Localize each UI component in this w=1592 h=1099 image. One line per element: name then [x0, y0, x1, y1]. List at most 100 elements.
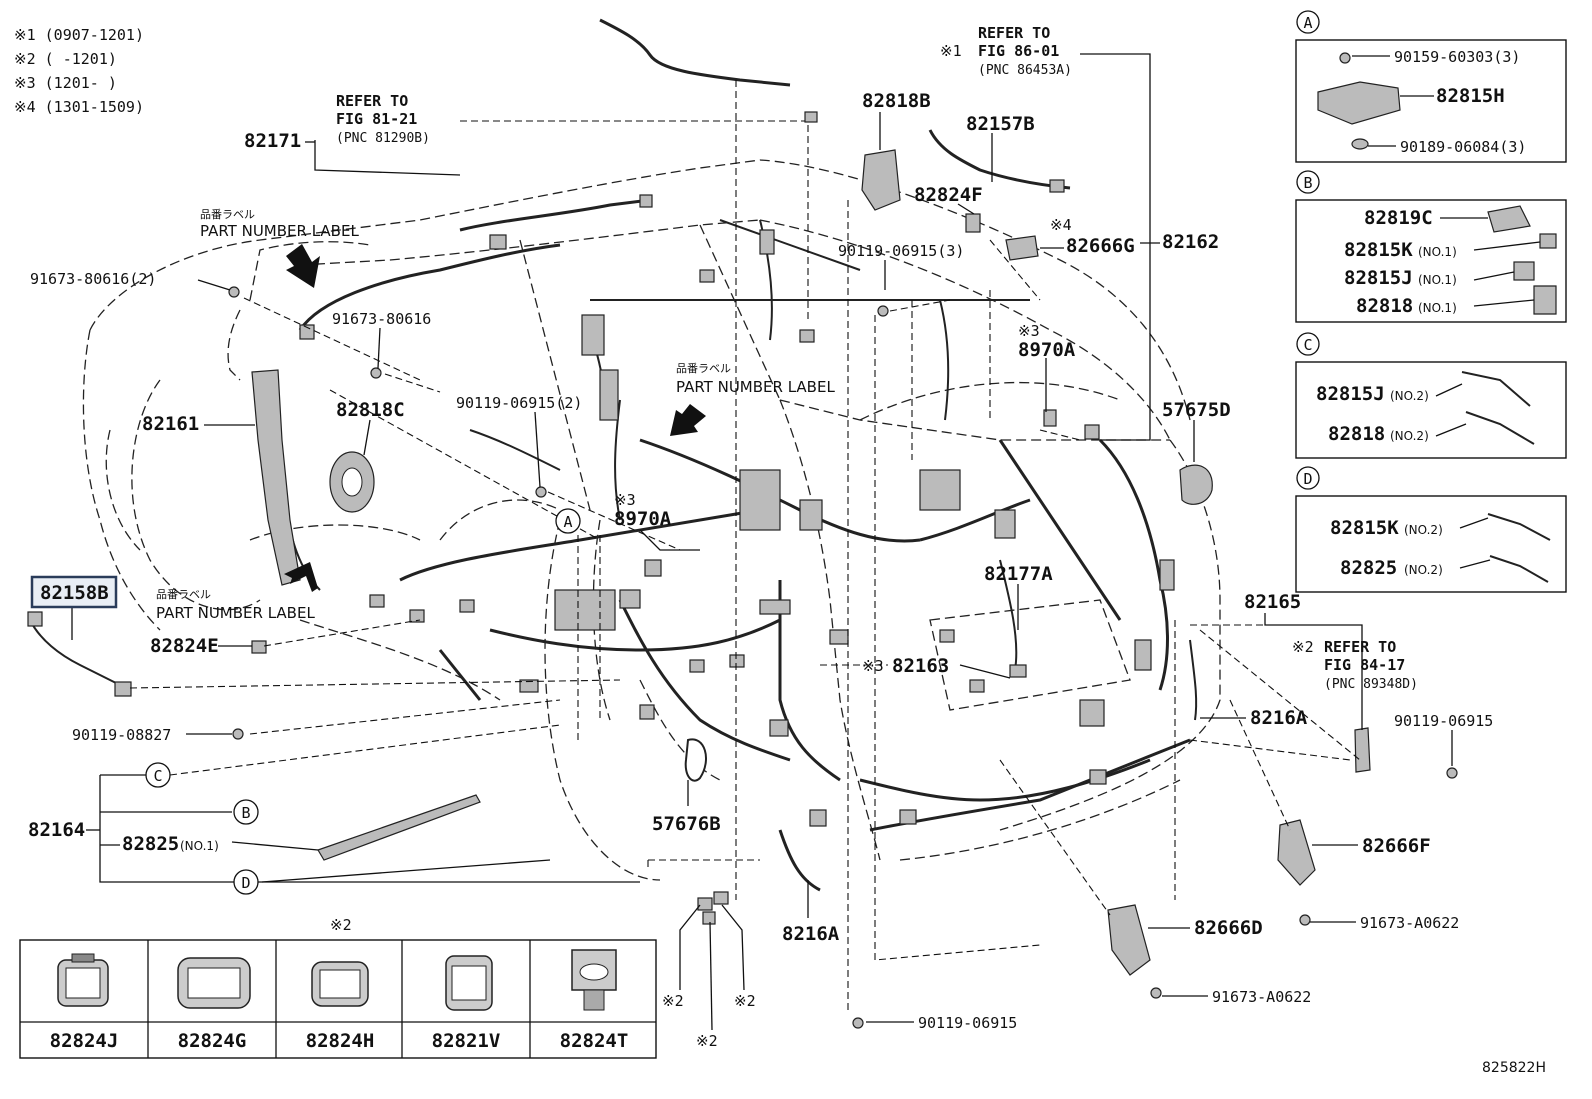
- inset-d-82825: 82825: [1340, 557, 1397, 579]
- table-82824h: 82824H: [306, 1030, 375, 1052]
- label-90119-08827: 90119-08827: [72, 726, 171, 744]
- diagram-id: 825822H: [1482, 1060, 1546, 1076]
- label-82161: 82161: [142, 413, 199, 435]
- main-part-labels: 82171 82818B 82157B 82824F 90119-06915(3…: [28, 90, 1546, 1076]
- label-90119-06915-2: 90119-06915(2): [456, 394, 582, 412]
- callout-d-main-label: D: [241, 874, 250, 892]
- svg-text:(NO.2): (NO.2): [1390, 429, 1429, 443]
- label-90119-06915-right: 90119-06915: [1394, 712, 1493, 730]
- inset-b-82819c: 82819C: [1364, 207, 1433, 229]
- component-shapes: [27, 111, 1458, 1029]
- svg-text:(PNC 86453A): (PNC 86453A): [978, 63, 1072, 78]
- svg-text:(NO.1): (NO.1): [1418, 301, 1457, 315]
- note-3: ※3 (1201- ): [14, 74, 117, 92]
- inset-a-90159-60303: 90159-60303(3): [1394, 48, 1520, 66]
- mark-3-82163: ※3: [862, 657, 884, 675]
- callout-a-main-label: A: [563, 513, 572, 531]
- svg-text:(NO.1): (NO.1): [1418, 245, 1457, 259]
- part-number-labels: 品番ラベル PART NUMBER LABEL 品番ラベル PART NUMBE…: [156, 208, 835, 622]
- callout-circles: A B C D: [145, 508, 581, 895]
- mark-3-top: ※3: [1018, 322, 1040, 340]
- mark-2-table: ※2: [330, 916, 352, 934]
- svg-text:FIG 81-21: FIG 81-21: [336, 110, 417, 128]
- label-90119-06915-bottom: 90119-06915: [918, 1014, 1017, 1032]
- svg-text:REFER TO: REFER TO: [336, 92, 408, 110]
- label-82825-no1: 82825: [122, 833, 179, 855]
- svg-text:PART NUMBER LABEL: PART NUMBER LABEL: [156, 604, 315, 622]
- note-2: ※2 ( -1201): [14, 50, 117, 68]
- label-82158b: 82158B: [40, 582, 109, 604]
- inset-a: A 90159-60303(3) 82815H 90189-06084(3): [1295, 10, 1567, 163]
- label-91673-80616-2: 91673-80616(2): [30, 270, 156, 288]
- svg-text:(NO.2): (NO.2): [1404, 563, 1443, 577]
- mark-4: ※4: [1050, 216, 1072, 234]
- svg-text:FIG 84-17: FIG 84-17: [1324, 656, 1405, 674]
- highlighted-82158b[interactable]: 82158B: [30, 575, 118, 609]
- note-1: ※1 (0907-1201): [14, 26, 144, 44]
- svg-text:品番ラベル: 品番ラベル: [200, 208, 255, 221]
- svg-text:REFER TO: REFER TO: [978, 24, 1050, 42]
- callout-b-main-label: B: [241, 804, 250, 822]
- inset-a-90189-06084: 90189-06084(3): [1400, 138, 1526, 156]
- label-82824f: 82824F: [914, 184, 983, 206]
- label-91673-a0622-a: 91673-A0622: [1360, 914, 1459, 932]
- label-91673-80616: 91673-80616: [332, 310, 431, 328]
- inset-c-82818: 82818: [1328, 423, 1385, 445]
- label-91673-a0622-b: 91673-A0622: [1212, 988, 1311, 1006]
- label-8970a-mid: 8970A: [614, 508, 672, 530]
- svg-text:品番ラベル: 品番ラベル: [156, 588, 211, 601]
- svg-text:品番ラベル: 品番ラベル: [676, 362, 731, 375]
- mark-2-b: ※2: [734, 992, 756, 1010]
- table-82824t: 82824T: [560, 1030, 629, 1052]
- table-82824j: 82824J: [50, 1030, 119, 1052]
- inset-b: B 82819C 82815K (NO.1) 82815J (NO.1) 828…: [1295, 170, 1567, 323]
- inset-d: D 82815K (NO.2) 82825 (NO.2): [1295, 466, 1567, 593]
- inset-a-82815h: 82815H: [1436, 85, 1505, 107]
- leader-lines: [71, 53, 1453, 1031]
- mark-2-a: ※2: [662, 992, 684, 1010]
- svg-text:FIG 86-01: FIG 86-01: [978, 42, 1059, 60]
- mark-2-c: ※2: [696, 1032, 718, 1050]
- callout-c-main: [145, 762, 171, 788]
- label-82666g: 82666G: [1066, 235, 1135, 257]
- svg-text:(NO.1): (NO.1): [1418, 273, 1457, 287]
- callout-b-main: [233, 799, 259, 825]
- callout-a-main: [555, 508, 581, 534]
- table-82821v: 82821V: [432, 1030, 501, 1052]
- svg-text:(PNC 89348D): (PNC 89348D): [1324, 677, 1418, 692]
- label-57675d: 57675D: [1162, 399, 1231, 421]
- label-82818c: 82818C: [336, 399, 405, 421]
- inset-b-82818: 82818: [1356, 295, 1413, 317]
- wire-harness-network: [29, 18, 1198, 892]
- label-82818b: 82818B: [862, 90, 931, 112]
- svg-text:※2: ※2: [1292, 638, 1314, 656]
- note-4: ※4 (1301-1509): [14, 98, 144, 116]
- svg-text:B: B: [1303, 174, 1312, 192]
- label-57676b: 57676B: [652, 813, 721, 835]
- svg-text:A: A: [1303, 14, 1312, 32]
- label-82666d: 82666D: [1194, 917, 1263, 939]
- label-82165: 82165: [1244, 591, 1301, 613]
- connector-table: 82824J 82824G 82824H 82821V 82824T: [19, 939, 657, 1059]
- projection-lines: [129, 80, 1361, 1010]
- label-82163: 82163: [892, 655, 949, 677]
- connector-blocks: [299, 179, 1175, 827]
- label-82164: 82164: [28, 819, 85, 841]
- label-82824e: 82824E: [150, 635, 219, 657]
- svg-text:PART NUMBER LABEL: PART NUMBER LABEL: [676, 378, 835, 396]
- refer-to-fig-86-01: REFER TO ※1 FIG 86-01 (PNC 86453A): [940, 24, 1072, 78]
- note-legend: ※1 (0907-1201) ※2 ( -1201) ※3 (1201- ) ※…: [14, 26, 144, 116]
- svg-text:D: D: [1303, 470, 1312, 488]
- callout-d-main: [233, 869, 259, 895]
- inset-c-82815j: 82815J: [1316, 383, 1385, 405]
- callout-c-main-label: C: [153, 767, 162, 785]
- mark-3-mid: ※3: [614, 491, 636, 509]
- label-8216a-right: 8216A: [1250, 707, 1308, 729]
- svg-text:(PNC 81290B): (PNC 81290B): [336, 131, 430, 146]
- svg-text:(NO.2): (NO.2): [1390, 389, 1429, 403]
- inset-b-82815k: 82815K: [1344, 239, 1413, 261]
- svg-text:※1: ※1: [940, 42, 962, 60]
- label-82162: 82162: [1162, 231, 1219, 253]
